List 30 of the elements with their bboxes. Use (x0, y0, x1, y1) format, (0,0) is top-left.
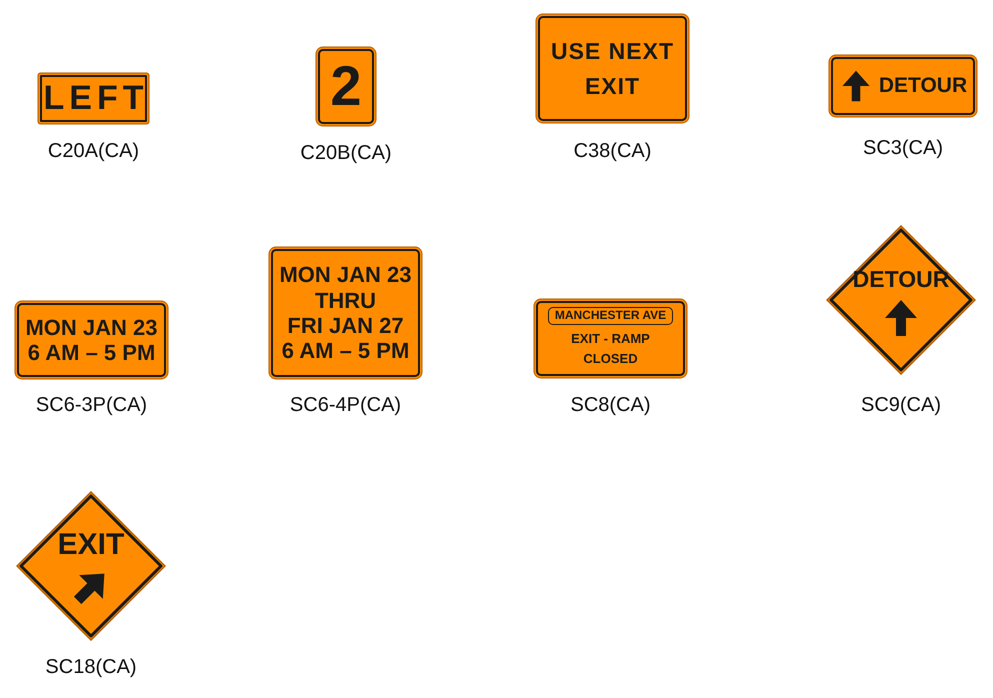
sign-text: LEFT (44, 78, 144, 118)
rectangular-warning-sign (536, 301, 685, 376)
sign-code-caption: SC18(CA) (45, 656, 137, 679)
sign-text: 6 AM – 5 PM (282, 338, 410, 364)
sign-code-caption: C20A(CA) (48, 140, 140, 163)
sign-text: 2 (330, 54, 362, 119)
sign-text: MON JAN 23 (279, 262, 412, 288)
sign-text: EXIT - RAMP CLOSED (570, 330, 651, 368)
sign-text: MON JAN 23 (25, 314, 158, 340)
sign-code-caption: SC6-4P(CA) (290, 394, 402, 417)
sign-text: 6 AM – 5 PM (28, 340, 156, 366)
sign-text: THRU (314, 288, 376, 313)
rectangular-warning-sign (17, 303, 166, 377)
sign-text: USE NEXT EXIT (550, 37, 676, 100)
diamond-warning-sign (16, 491, 166, 641)
rectangular-warning-sign (318, 49, 374, 124)
sign-code-caption: SC9(CA) (861, 394, 941, 417)
sign-text: EXIT (58, 528, 124, 562)
street-name-panel: MANCHESTER AVE (548, 306, 674, 325)
sign-text: FRI JAN 27 (287, 313, 404, 338)
rectangular-warning-sign (271, 249, 420, 377)
sign-code-caption: C20B(CA) (300, 142, 392, 165)
rectangular-warning-sign (538, 16, 687, 121)
sign-code-caption: SC3(CA) (863, 137, 943, 160)
rectangular-warning-sign (831, 57, 975, 115)
sign-code-caption: C38(CA) (574, 140, 652, 163)
sign-text: DETOUR (878, 74, 968, 98)
sign-code-caption: SC6-3P(CA) (36, 394, 148, 417)
diamond-warning-sign (826, 225, 976, 375)
sign-code-caption: SC8(CA) (570, 394, 650, 417)
